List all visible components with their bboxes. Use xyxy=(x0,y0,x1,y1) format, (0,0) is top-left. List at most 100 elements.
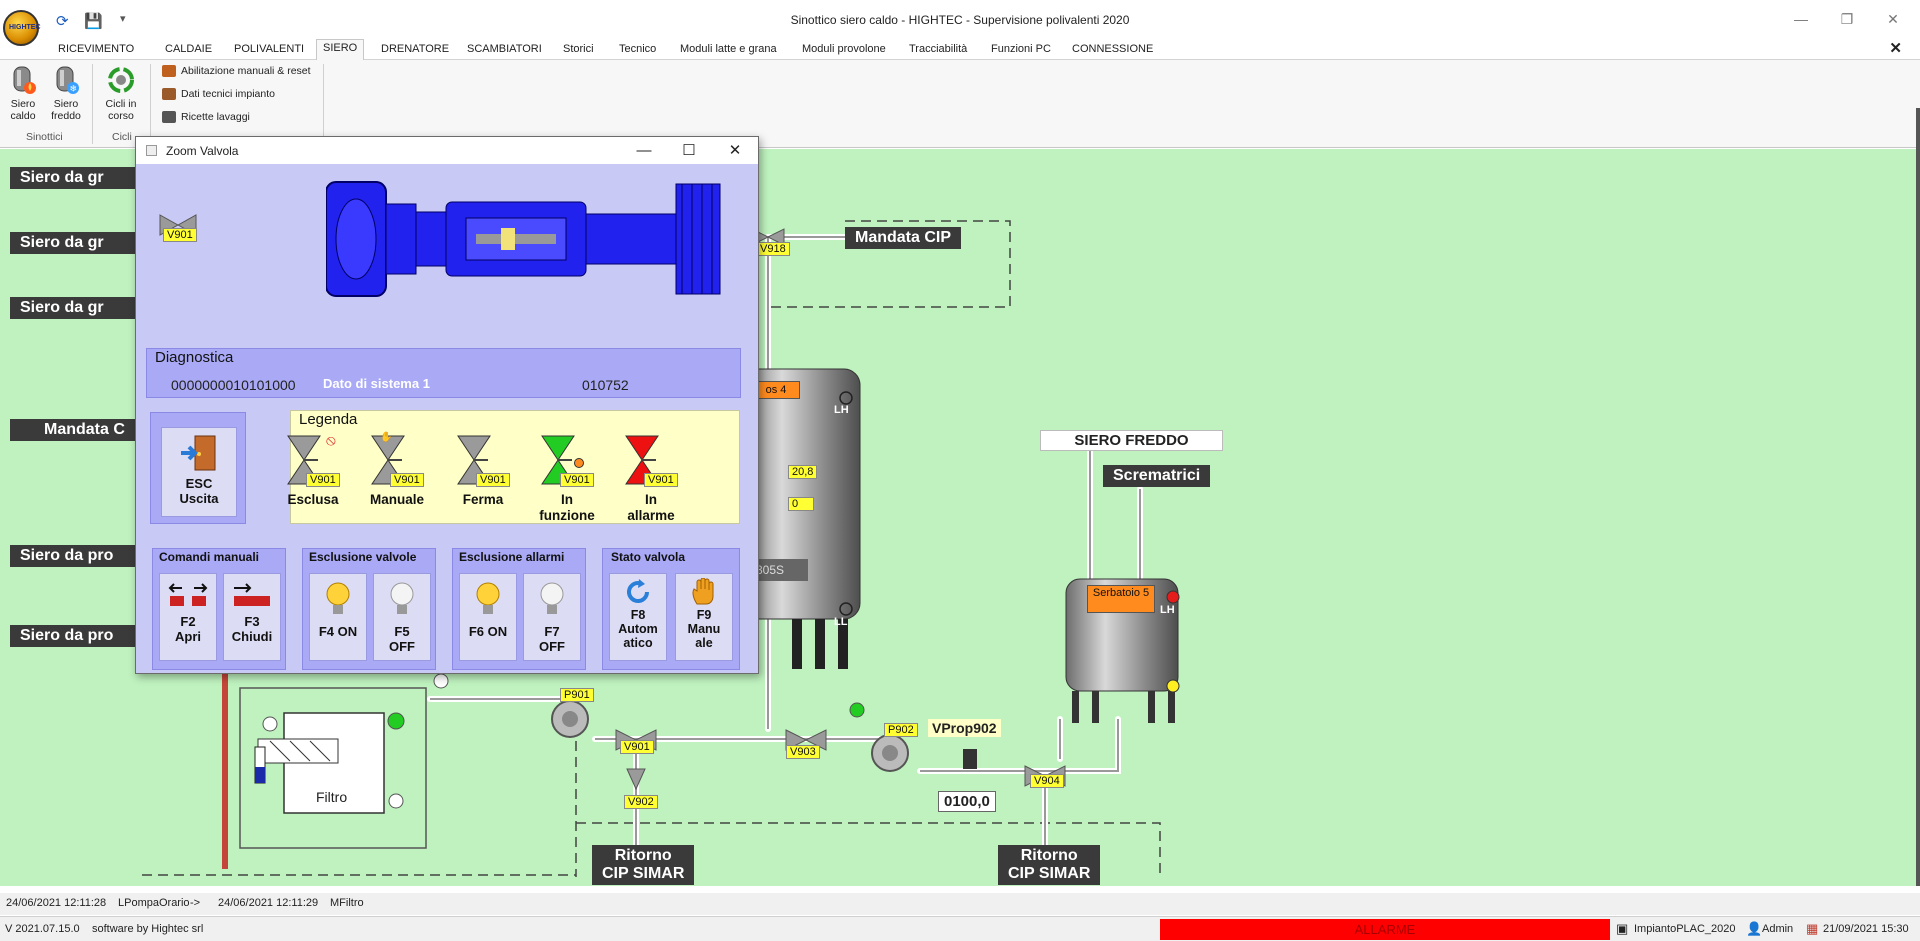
tank4-code: 305S xyxy=(752,559,808,581)
abilitazione-button[interactable]: Abilitazione manuali & reset xyxy=(162,65,311,78)
comandi-manuali-title: Comandi manuali xyxy=(159,550,260,564)
log-arrow: -> xyxy=(190,897,201,909)
f7-off-label: F7 OFF xyxy=(539,624,565,654)
close-button[interactable]: ✕ xyxy=(1887,11,1899,27)
vprop902-value[interactable]: 0100,0 xyxy=(938,791,996,812)
legend-valve-tag: V901 xyxy=(306,473,340,487)
close-ribbon-icon[interactable]: ✕ xyxy=(1889,40,1902,57)
f4-on-button[interactable]: F4 ON xyxy=(309,573,367,661)
legend-valve-tag: V901 xyxy=(390,473,424,487)
f2-apri-button[interactable]: F2 Apri xyxy=(159,573,217,661)
restore-button[interactable]: ❐ xyxy=(1840,11,1854,27)
f6-on-button[interactable]: F6 ON xyxy=(459,573,517,661)
label-siero-grana-1: Siero da gr xyxy=(10,167,138,189)
f9-manuale-label: F9 Manu ale xyxy=(687,608,721,650)
f8-automatico-button[interactable]: F8 Autom atico xyxy=(609,573,667,661)
f3-chiudi-label: F3 Chiudi xyxy=(231,614,273,644)
siero-caldo-button[interactable]: Siero caldo xyxy=(2,64,44,122)
dialog-close-button[interactable]: ✕ xyxy=(728,142,742,159)
f5-off-button[interactable]: F5 OFF xyxy=(373,573,431,661)
tank4-lh: LH xyxy=(834,404,849,416)
minimize-button[interactable]: — xyxy=(1794,11,1808,27)
legend-label: Manuale xyxy=(369,492,424,507)
tab-scambiatori[interactable]: SCAMBIATORI xyxy=(467,43,542,55)
tag-v903[interactable]: V903 xyxy=(786,745,820,759)
filtro-label: Filtro xyxy=(316,789,348,805)
ricette-lavaggi-button[interactable]: Ricette lavaggi xyxy=(162,111,250,124)
recipe-icon xyxy=(162,111,176,124)
tab-tecnico[interactable]: Tecnico xyxy=(619,43,657,55)
svg-text:❄: ❄ xyxy=(70,84,78,94)
hand-icon xyxy=(692,578,714,605)
cold-tank-icon: ❄ xyxy=(56,66,79,94)
f6-on-label: F6 ON xyxy=(468,624,508,639)
log-filter: MFiltro xyxy=(330,897,364,909)
diagnostica-title: Diagnostica xyxy=(155,349,234,366)
tag-v901[interactable]: V901 xyxy=(620,740,654,754)
tab-tracciabilita[interactable]: Tracciabilità xyxy=(909,43,968,55)
user-label: Admin xyxy=(1762,923,1794,935)
bulb-off-icon xyxy=(390,582,414,614)
siero-freddo-button[interactable]: ❄ Siero freddo xyxy=(45,64,87,122)
plant-label: ImpiantoPLAC_2020 xyxy=(1634,923,1736,935)
dati-tecnici-button[interactable]: Dati tecnici impianto xyxy=(162,88,275,101)
tab-connessione[interactable]: CONNESSIONE xyxy=(1072,43,1154,55)
dialog-title-bar: Zoom Valvola — ☐ ✕ xyxy=(136,137,758,164)
esclusione-valvole-panel: Esclusione valvole F4 ON F5 OFF xyxy=(302,548,436,670)
ricette-label: Ricette lavaggi xyxy=(181,111,250,123)
menu-bar: RICEVIMENTO CALDAIE POLIVALENTI SIERO DR… xyxy=(0,38,1920,60)
tab-moduli-latte-grana[interactable]: Moduli latte e grana xyxy=(680,43,777,55)
dialog-maximize-button[interactable]: ☐ xyxy=(682,142,696,159)
abilitazione-label: Abilitazione manuali & reset xyxy=(181,65,311,77)
stato-valvola-panel: Stato valvola F8 Autom atico F9 Manu ale xyxy=(602,548,740,670)
legend-valve-tag: V901 xyxy=(644,473,678,487)
quick-access-dropdown-icon[interactable]: ▾ xyxy=(120,13,126,25)
cicli-in-corso-button[interactable]: Cicli in corso xyxy=(100,64,142,122)
event-log-bar: 24/06/2021 12:11:28 LPompaOrario -> 24/0… xyxy=(0,893,1920,915)
tag-v902[interactable]: V902 xyxy=(624,795,658,809)
hightec-logo[interactable]: HIGHTEC xyxy=(3,10,41,46)
plant-icon: ▣ xyxy=(1616,921,1629,936)
esc-uscita-button[interactable]: ESC Uscita xyxy=(161,427,237,517)
bulb-on-icon xyxy=(476,582,500,614)
window-title: Sinottico siero caldo - HIGHTEC - Superv… xyxy=(790,13,1130,27)
tab-storici[interactable]: Storici xyxy=(563,43,594,55)
cicli-in-corso-label: Cicli in corso xyxy=(105,98,137,122)
tag-v918[interactable]: V918 xyxy=(756,242,790,256)
esclusione-valvole-title: Esclusione valvole xyxy=(309,550,417,564)
esc-panel: ESC Uscita xyxy=(150,412,246,524)
refresh-icon[interactable]: ⟳ xyxy=(56,13,69,30)
tag-p902[interactable]: P902 xyxy=(884,723,918,737)
label-siero-grana-3: Siero da gr xyxy=(10,297,138,319)
legend-label: In allarme xyxy=(627,492,675,523)
tag-v904[interactable]: V904 xyxy=(1030,774,1064,788)
tag-p901[interactable]: P901 xyxy=(560,688,594,702)
f4-on-label: F4 ON xyxy=(318,624,358,639)
label-ritorno-cip-simar-1: Ritorno CIP SIMAR xyxy=(592,845,695,885)
bulb-on-icon xyxy=(326,582,350,614)
f7-off-button[interactable]: F7 OFF xyxy=(523,573,581,661)
tab-drenatore[interactable]: DRENATORE xyxy=(381,43,450,55)
label-siero-provolone-2: Siero da pro xyxy=(10,625,138,647)
tab-polivalenti[interactable]: POLIVALENTI xyxy=(234,43,305,55)
f9-manuale-button[interactable]: F9 Manu ale xyxy=(675,573,733,661)
alarm-indicator[interactable]: ALLARME xyxy=(1160,919,1610,940)
valve-actuator-illustration xyxy=(326,181,721,297)
ribbon-separator xyxy=(323,64,324,144)
dialog-valve-tag: V901 xyxy=(163,228,197,242)
tab-funzioni-pc[interactable]: Funzioni PC xyxy=(991,43,1051,55)
tank4-value: 0 xyxy=(788,497,814,511)
tab-moduli-provolone[interactable]: Moduli provolone xyxy=(802,43,886,55)
legend-valve-tag: V901 xyxy=(560,473,594,487)
dialog-minimize-button[interactable]: — xyxy=(636,142,652,159)
f3-chiudi-button[interactable]: F3 Chiudi xyxy=(223,573,281,661)
save-icon[interactable]: 💾 xyxy=(84,13,103,30)
vertical-scrollbar[interactable] xyxy=(1916,108,1920,886)
siero-caldo-label: Siero caldo xyxy=(10,98,36,122)
tab-ricevimento[interactable]: RICEVIMENTO xyxy=(58,43,135,55)
tab-siero[interactable]: SIERO xyxy=(316,39,365,60)
label-siero-provolone-1: Siero da pro xyxy=(10,545,138,567)
tab-caldaie[interactable]: CALDAIE xyxy=(165,43,213,55)
